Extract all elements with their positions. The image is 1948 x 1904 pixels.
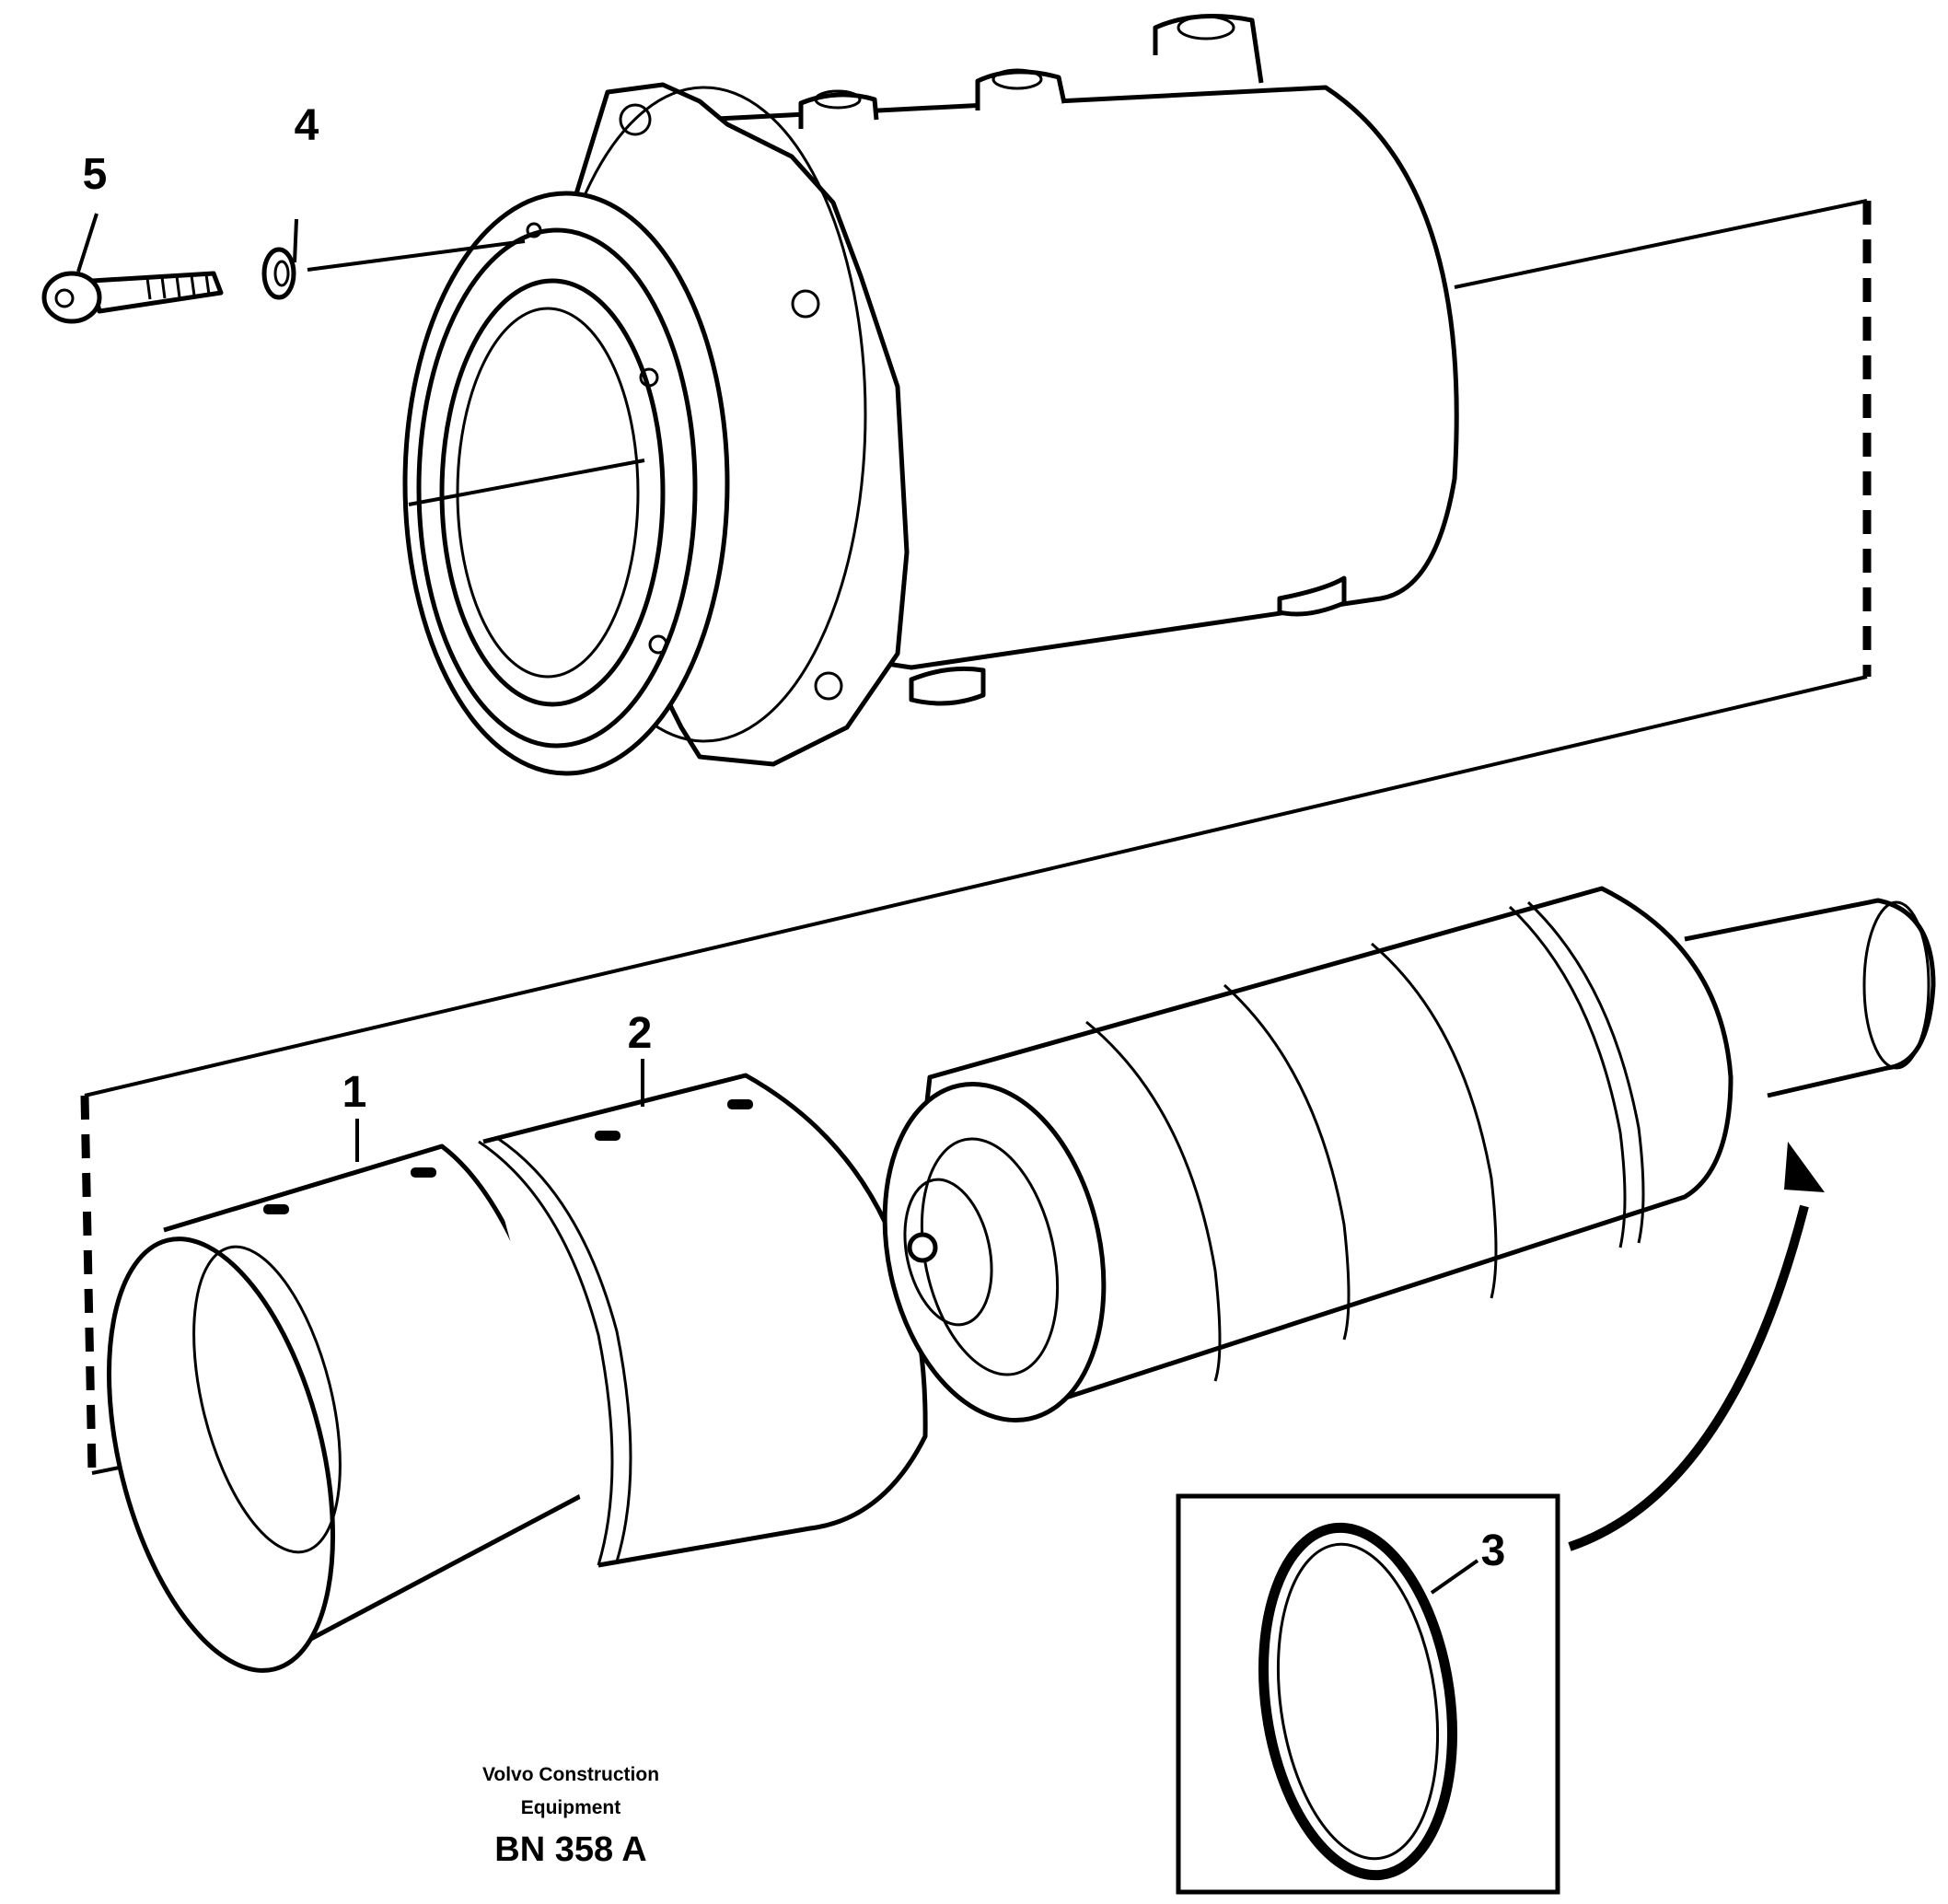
seal-detail-inset: [1176, 1493, 1560, 1895]
axis-line-tube: [408, 459, 645, 506]
callout-1: 1: [342, 1068, 367, 1117]
callout-5: 5: [83, 150, 108, 199]
callout-2: 2: [628, 1009, 653, 1058]
arrow-head: [1784, 1142, 1825, 1192]
callout-leader-4: [293, 218, 298, 263]
guide-ring-part-1: [106, 1144, 592, 1673]
guide-dash-left: [80, 1095, 97, 1474]
company-line-2: Equipment: [520, 1797, 621, 1818]
washer-part-4: [261, 247, 296, 300]
callout-3: 3: [1481, 1527, 1506, 1575]
figure-reference-code: BN 358 A: [494, 1830, 647, 1869]
screw-part-5: [41, 271, 224, 324]
callout-4: 4: [295, 101, 319, 150]
bolt-axis-line: [307, 239, 526, 272]
company-line-1: Volvo Construction: [481, 1764, 660, 1785]
cylinder-tube-assembly: [402, 14, 1459, 776]
callout-leader-5: [76, 213, 99, 273]
piston-ring-part-2: [478, 1073, 928, 1568]
guide-line-upper: [1454, 199, 1868, 289]
guide-line-long: [84, 675, 1868, 1097]
piston-rod-assembly: [882, 886, 1936, 1423]
company-caption: Volvo Construction Equipment: [423, 1759, 718, 1825]
detail-arrow: [1568, 1204, 1809, 1551]
